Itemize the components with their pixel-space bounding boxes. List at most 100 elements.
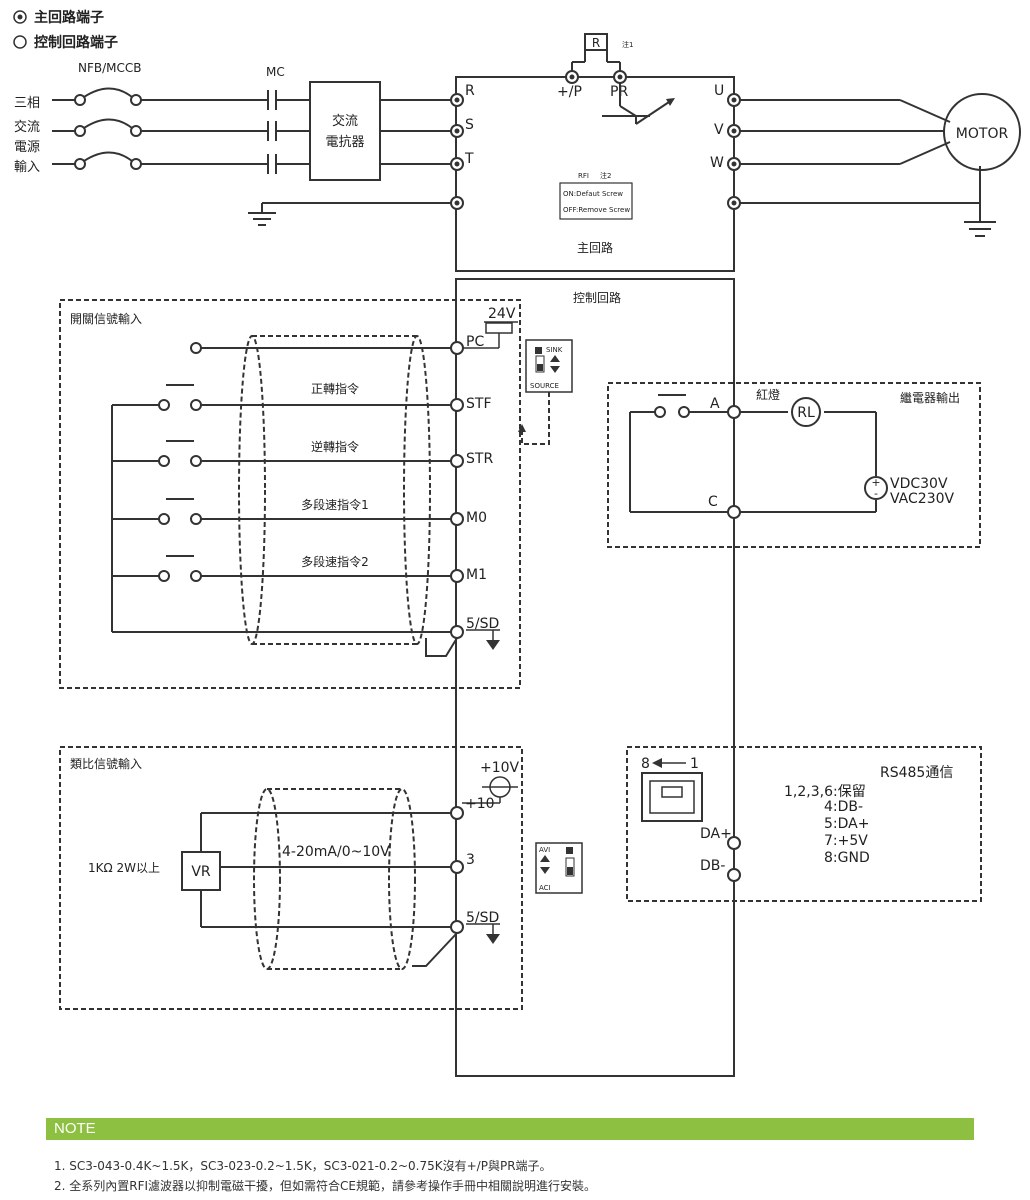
input-label-3: 電源 <box>14 140 40 155</box>
motor <box>943 93 1021 171</box>
terminal-da-dot <box>727 836 741 850</box>
input-label-2: 交流 <box>14 119 40 135</box>
main-terminal-legend-icon <box>13 10 27 24</box>
rs485-group <box>626 746 982 902</box>
analog-terminals <box>450 806 464 934</box>
contactor-label: MC <box>266 65 285 79</box>
breaker-label: NFB/MCCB <box>78 61 142 75</box>
rfi-note: 注2 <box>600 171 611 180</box>
command-speed-1: 多段速指令1 <box>301 497 369 512</box>
rs485-pin-gnd: 8:GND <box>824 850 870 866</box>
rs485-pin-8: 8 <box>641 756 650 772</box>
rfi-label: RFI <box>578 172 589 180</box>
reactor-label-1: 交流 <box>332 113 358 129</box>
shield-left <box>238 335 266 645</box>
relay-wires <box>629 394 877 513</box>
ground-arrow-icon-2 <box>486 934 500 944</box>
rfi-switch <box>559 182 633 220</box>
reactor-label-2: 電抗器 <box>325 135 364 150</box>
terminal-c: C <box>708 494 718 510</box>
note-line-1: 1. SC3-043-0.4K~1.5K，SC3-023-0.2~1.5K，SC… <box>54 1159 552 1173</box>
terminal-m0: M0 <box>466 510 487 526</box>
supply-10v: +10V <box>480 760 520 776</box>
vr-label: VR <box>191 864 211 880</box>
input-label-1: 三相 <box>14 96 40 111</box>
terminal-da: DA+ <box>700 826 732 842</box>
terminal-m1: M1 <box>466 567 487 583</box>
terminal-plus10: +10 <box>465 796 495 812</box>
command-forward: 正轉指令 <box>311 381 359 396</box>
source-label: SOURCE <box>530 382 559 390</box>
note-title: NOTE <box>54 1120 96 1137</box>
legend-main-terminal: 主回路端子 <box>34 9 104 26</box>
analog-shield-left <box>253 788 281 970</box>
analog-input-group <box>59 746 523 1010</box>
motor-label: MOTOR <box>956 126 1009 142</box>
svg-text:+: + <box>871 476 880 489</box>
analog-signal-label: 4-20mA/0~10V <box>282 844 390 860</box>
aci-label: ACI <box>539 884 551 892</box>
terminal-s: S <box>465 117 474 133</box>
variable-resistor <box>181 851 221 891</box>
rs485-pin-5v: 7:+5V <box>824 833 868 849</box>
svg-text:-: - <box>874 487 878 500</box>
rs485-pin-da: 5:DA+ <box>824 816 869 832</box>
main-circuit-title: 主回路 <box>577 240 613 255</box>
command-reverse: 逆轉指令 <box>311 439 359 454</box>
lamp-label: 紅燈 <box>756 387 780 402</box>
motor-lines <box>740 99 996 237</box>
terminal-5sd-2: 5/SD <box>466 910 499 926</box>
shield-right <box>403 335 431 645</box>
terminal-db-dot <box>727 868 741 882</box>
terminal-c-dot <box>727 505 741 519</box>
relay-output-title: 繼電器輸出 <box>900 390 960 405</box>
terminal-r: R <box>465 83 475 99</box>
sink-label: SINK <box>546 346 563 354</box>
resistor-label: R <box>592 36 600 50</box>
terminal-v: V <box>714 122 724 138</box>
terminal-db: DB- <box>700 858 725 874</box>
input-label-4: 輸入 <box>14 160 40 175</box>
rs485-pin-reserved: 1,2,3,6:保留 <box>784 784 866 800</box>
terminal-u: U <box>714 83 724 99</box>
ac-reactor <box>309 81 381 181</box>
terminal-str: STR <box>466 451 493 467</box>
main-circuit-box <box>455 76 735 272</box>
rfi-off: OFF:Remove Screw <box>563 206 630 214</box>
rs485-pin-1: 1 <box>690 756 699 772</box>
note-line-2: 2. 全系列內置RFI濾波器以抑制電磁干擾，但如需符合CE規範，請參考操作手冊中… <box>54 1179 597 1193</box>
switch-wires <box>111 342 458 657</box>
relay-voltage-dc: VDC30V <box>890 476 948 492</box>
arrow-left-icon <box>652 758 662 768</box>
terminal-p: +/P <box>557 84 582 100</box>
control-circuit-title: 控制回路 <box>573 290 621 305</box>
rs485-title: RS485通信 <box>880 765 953 781</box>
relay-output-group <box>607 382 981 548</box>
terminal-t: T <box>464 151 474 167</box>
control-circuit-box <box>455 278 735 1077</box>
brake-resistor <box>565 33 627 84</box>
ground-arrow-icon <box>486 640 500 650</box>
terminal-stf: STF <box>466 396 492 412</box>
rj45-port-icon <box>641 772 703 822</box>
resistor-note: 注1 <box>622 40 633 49</box>
switch-terminals <box>450 341 464 639</box>
note-header-bar <box>46 1118 974 1140</box>
relay-coil <box>791 397 821 427</box>
legend-control-terminal: 控制回路端子 <box>34 34 118 51</box>
sink-source-switch <box>525 339 573 393</box>
rfi-on: ON:Defaut Screw <box>563 190 623 198</box>
analog-wires <box>200 812 458 967</box>
terminal-3: 3 <box>466 852 475 868</box>
command-speed-2: 多段速指令2 <box>301 554 369 569</box>
power-source-icon <box>864 476 888 500</box>
control-terminal-legend-icon <box>13 35 27 49</box>
analog-shield-right <box>388 788 416 970</box>
vr-spec: 1KΩ 2W以上 <box>88 861 160 875</box>
terminal-a-dot <box>727 405 741 419</box>
relay-voltage-ac: VAC230V <box>890 491 955 507</box>
terminal-pc: PC <box>466 334 484 350</box>
avi-label: AVI <box>539 846 550 854</box>
switch-input-title: 開關信號輸入 <box>70 311 142 326</box>
terminal-w: W <box>710 155 724 171</box>
